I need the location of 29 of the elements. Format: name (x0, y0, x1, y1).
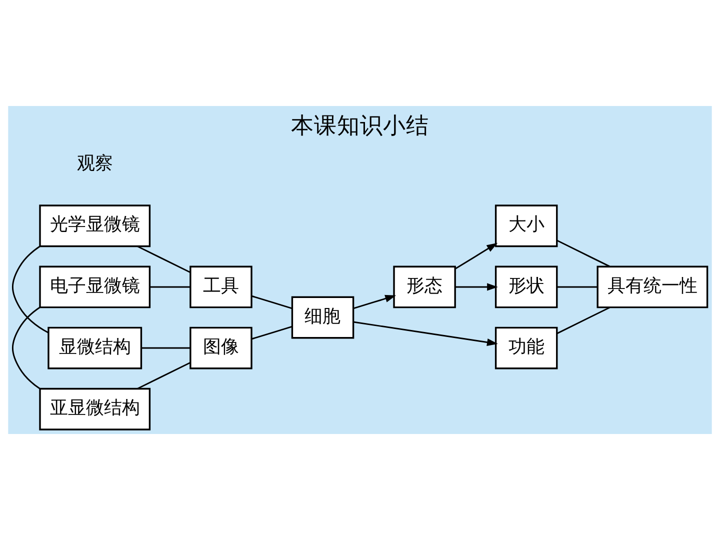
node-box: 显微结构 (48, 326, 142, 370)
node-box: 亚显微结构 (39, 388, 151, 430)
connector (556, 306, 610, 334)
node-box: 功能 (494, 326, 558, 370)
connector (137, 246, 191, 274)
node-box: 工具 (190, 266, 252, 308)
connector (557, 286, 598, 288)
arrow (354, 294, 396, 310)
node-box: 光学显微镜 (39, 204, 151, 248)
diagram-title: 本课知识小结 (291, 113, 429, 140)
arrow (353, 321, 498, 346)
node-box: 大小 (494, 204, 558, 248)
arrow (456, 283, 498, 291)
connector (12, 306, 40, 390)
node-box: 具有统一性 (596, 266, 708, 308)
connector (252, 326, 292, 340)
arrow (455, 242, 498, 270)
node-box: 细胞 (291, 296, 354, 339)
connector (12, 246, 49, 334)
connector (150, 286, 190, 288)
node-box: 电子显微镜 (39, 266, 151, 308)
connector (252, 295, 292, 310)
connector (137, 362, 191, 390)
label: 观察 (76, 153, 113, 174)
node-box: 形状 (494, 266, 558, 308)
node-box: 形态 (393, 266, 456, 308)
node-box: 图像 (190, 326, 252, 370)
connector (141, 347, 190, 349)
connector (556, 240, 610, 268)
